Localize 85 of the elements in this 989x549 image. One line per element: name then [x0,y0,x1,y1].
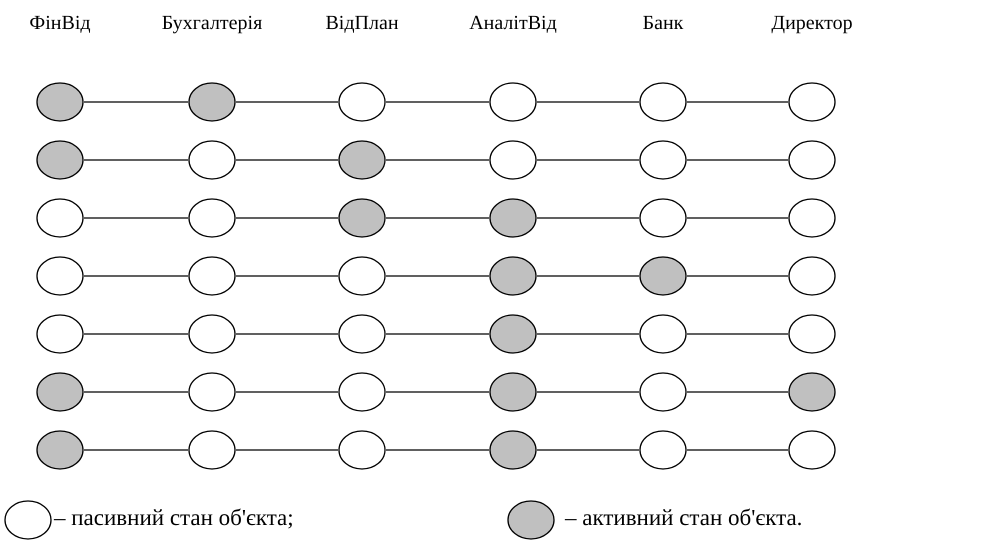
active-state-circle [788,372,836,412]
connector-line [386,333,489,335]
active-state-circle [188,82,236,122]
connector-line [537,217,639,219]
connector-line [687,101,788,103]
column-header: АналітВід [469,12,557,35]
column-header: Банк [642,12,684,35]
connector-line [687,275,788,277]
passive-state-circle [788,198,836,238]
connector-line [84,333,188,335]
passive-state-circle [338,314,386,354]
connector-line [84,217,188,219]
active-state-circle [489,430,537,470]
connector-line [84,275,188,277]
passive-state-circle [338,372,386,412]
connector-line [236,333,338,335]
connector-line [236,275,338,277]
passive-state-circle [788,82,836,122]
active-state-circle [489,372,537,412]
connector-line [84,449,188,451]
connector-line [537,159,639,161]
passive-state-circle [188,198,236,238]
passive-state-circle [788,430,836,470]
connector-line [386,101,489,103]
active-state-circle [489,256,537,296]
passive-state-circle [188,314,236,354]
connector-line [386,275,489,277]
connector-line [386,217,489,219]
active-state-circle [36,430,84,470]
passive-state-circle [188,430,236,470]
passive-state-circle [639,430,687,470]
passive-state-circle [188,140,236,180]
connector-line [386,159,489,161]
connector-line [537,101,639,103]
passive-state-circle [188,256,236,296]
connector-line [84,101,188,103]
connector-line [236,449,338,451]
passive-state-circle [788,140,836,180]
connector-line [687,217,788,219]
connector-line [687,449,788,451]
connector-line [537,391,639,393]
passive-state-circle [338,82,386,122]
connector-line [386,391,489,393]
active-state-circle [36,82,84,122]
active-state-circle [489,198,537,238]
legend-text: – активний стан об'єкта. [565,505,802,531]
passive-state-circle [36,314,84,354]
passive-state-circle [338,256,386,296]
column-header: ФінВід [29,12,91,35]
passive-state-circle [188,372,236,412]
column-header: Бухгалтерія [162,12,262,35]
active-state-circle [36,372,84,412]
passive-state-circle [36,256,84,296]
passive-state-circle [788,256,836,296]
column-header: Директор [771,12,853,35]
connector-line [537,333,639,335]
passive-state-circle [338,430,386,470]
passive-state-circle [639,82,687,122]
connector-line [236,391,338,393]
connector-line [386,449,489,451]
connector-line [236,159,338,161]
connector-line [236,217,338,219]
connector-line [687,333,788,335]
active-state-circle [338,140,386,180]
passive-state-circle [639,372,687,412]
active-state-circle [338,198,386,238]
connector-line [537,449,639,451]
passive-state-circle [788,314,836,354]
passive-state-circle [489,82,537,122]
passive-state-circle [36,198,84,238]
passive-state-circle [489,140,537,180]
passive-state-circle [639,198,687,238]
connector-line [84,391,188,393]
legend-text: – пасивний стан об'єкта; [54,505,294,531]
passive-state-circle [639,314,687,354]
connector-line [84,159,188,161]
connector-line [687,159,788,161]
connector-line [687,391,788,393]
active-state-circle [36,140,84,180]
connector-line [236,101,338,103]
column-header: ВідПлан [325,12,399,35]
active-state-circle [489,314,537,354]
active-state-circle [639,256,687,296]
passive-state-circle [639,140,687,180]
connector-line [537,275,639,277]
